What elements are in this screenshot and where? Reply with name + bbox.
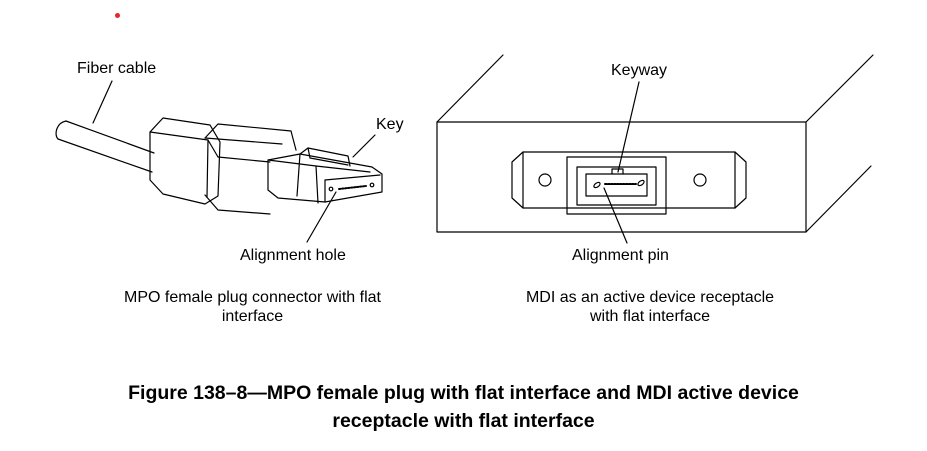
figure-caption-line-1: Figure 138–8—MPO female plug with flat i… (128, 382, 799, 404)
connector-boot-shape (149, 117, 221, 205)
fiber-cable-label: Fiber cable (77, 60, 157, 77)
alignment-pin-right-shape (637, 179, 645, 187)
key-label: Key (376, 116, 404, 133)
left-caption: MPO female plug connector with flat inte… (80, 288, 425, 326)
mpo-plug-drawing (55, 80, 383, 243)
alignment-hole-label: Alignment hole (240, 247, 346, 264)
right-caption-line-2: with flat interface (589, 308, 711, 325)
keyway-notch-shape (611, 168, 624, 175)
alignment-pin-label: Alignment pin (572, 247, 669, 264)
left-caption-line-2: interface (221, 308, 284, 325)
fiber-cable-shape (55, 120, 155, 173)
right-caption-line-1: MDI as an active device receptacle (525, 289, 775, 306)
alignment-hole-left-shape (328, 186, 334, 192)
left-caption-line-1: MPO female plug connector with flat (123, 289, 381, 306)
figure-caption: Figure 138–8—MPO female plug with flat i… (0, 379, 927, 435)
alignment-hole-right-shape (369, 182, 375, 188)
ferrule-shape (267, 147, 383, 204)
keyway-label: Keyway (611, 62, 668, 79)
red-marker-dot (115, 13, 120, 18)
mdi-receptacle-drawing (436, 54, 874, 244)
connector-housing-shape (204, 123, 297, 215)
alignment-pin-left-shape (593, 181, 601, 189)
key-shape (299, 147, 351, 167)
figure-caption-line-2: receptacle with flat interface (332, 410, 595, 432)
right-caption: MDI as an active device receptacle with … (480, 288, 820, 326)
